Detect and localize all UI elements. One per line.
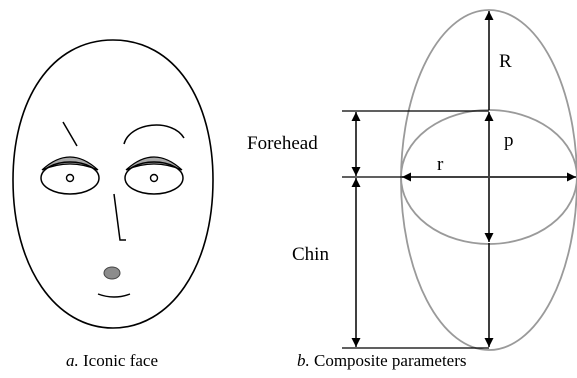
caption-a-text: Iconic face — [78, 351, 159, 370]
left-eye-shade — [41, 156, 99, 171]
right-eye-shade — [125, 156, 183, 171]
label-chin: Chin — [292, 244, 329, 265]
composite-diagram — [342, 9, 577, 351]
caption-a-letter: a. — [66, 351, 79, 370]
caption-b: b. Composite parameters — [297, 352, 467, 369]
left-pupil — [65, 173, 75, 183]
label-R: R — [499, 51, 512, 72]
label-p: p — [504, 130, 514, 151]
label-r: r — [437, 154, 444, 175]
right-pupil — [149, 173, 159, 183]
caption-b-text: Composite parameters — [309, 351, 467, 370]
iconic-face — [12, 39, 214, 329]
nose — [103, 266, 121, 280]
right-eye — [124, 156, 184, 195]
nose-line — [113, 193, 126, 241]
caption-b-letter: b. — [297, 351, 310, 370]
caption-a: a. Iconic face — [66, 352, 158, 369]
right-eyebrow — [123, 124, 185, 145]
face-outline — [12, 39, 214, 329]
mouth — [97, 293, 131, 298]
left-eye-outline — [40, 161, 100, 195]
left-eye — [40, 156, 100, 195]
right-eye-outline — [124, 161, 184, 195]
left-eyebrow — [62, 121, 78, 147]
label-forehead: Forehead — [247, 133, 318, 154]
